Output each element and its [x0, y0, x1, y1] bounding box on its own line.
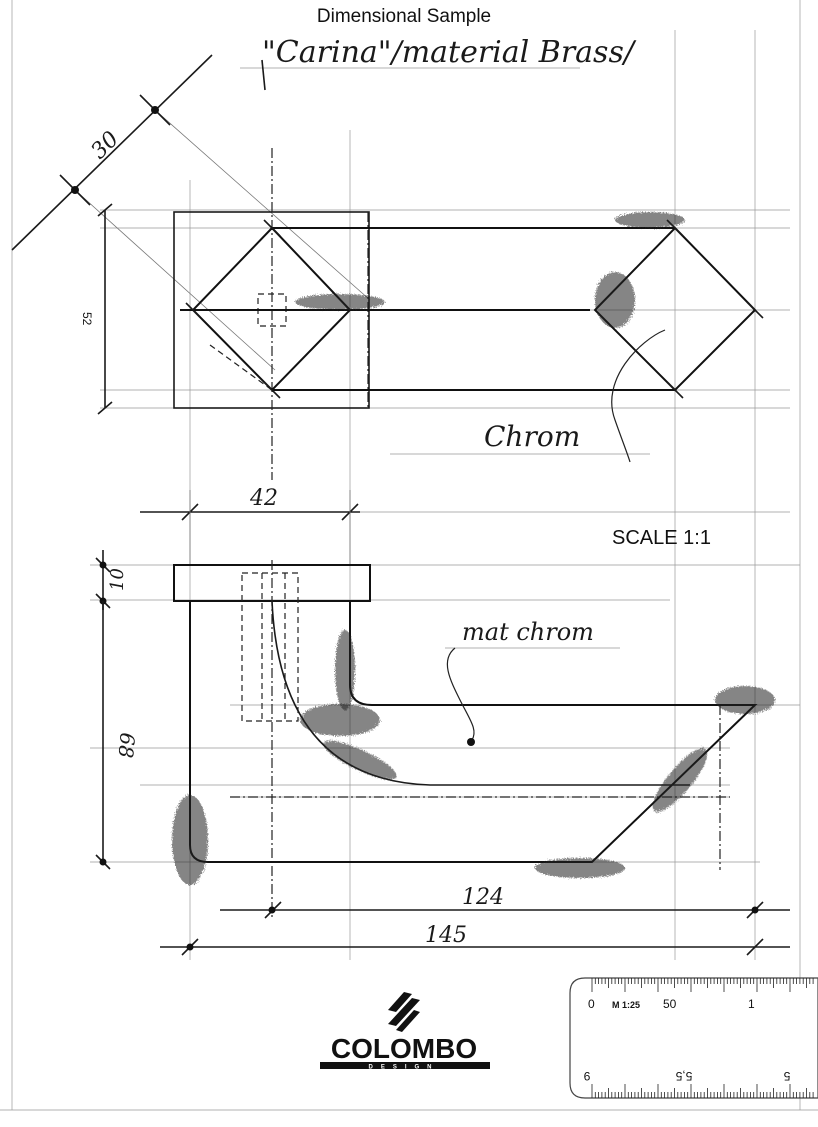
dimension-point — [71, 186, 79, 194]
ruler-label-scale: M 1:25 — [612, 1000, 640, 1010]
ruler-label-50: 50 — [663, 997, 677, 1011]
dim-total-length-label: 145 — [425, 923, 467, 948]
scale-label: SCALE 1:1 — [612, 527, 711, 549]
dim-diagonal-label: 30 — [87, 127, 124, 164]
spindle-hidden-side — [241, 572, 299, 722]
leader-dot — [467, 738, 475, 746]
ruler-label-9: 9 — [583, 1069, 590, 1083]
finish-label-chrom: Chrom — [484, 420, 580, 453]
side-view: 42 SCALE 1:1 10 68 mat — [95, 486, 790, 956]
dimension-point — [151, 106, 159, 114]
colombo-logo: COLOMBO DESIGN — [320, 992, 490, 1071]
logo-brand: COLOMBO — [331, 1033, 477, 1064]
scale-ruler: 0 M 1:25 50 1 9 5,5 5 — [569, 977, 818, 1099]
title-tick-left — [261, 59, 266, 91]
finish-label-mat-chrom: mat chrom — [462, 618, 594, 646]
dim-rose-width-label: 42 — [249, 486, 278, 511]
ruler-label-5: 5 — [783, 1069, 790, 1083]
dim-height-label: 52 — [80, 312, 94, 326]
logo-tagline: DESIGN — [368, 1065, 439, 1071]
ruler-label-0: 0 — [588, 997, 595, 1011]
ruler-ticks-bottom — [591, 1084, 814, 1098]
ruler-ticks-top — [591, 978, 814, 992]
ruler-label-1: 1 — [748, 997, 755, 1011]
lever-inner-curve — [271, 600, 690, 786]
top-view: 30 52 C — [11, 54, 764, 480]
dim-rose-thickness-label: 10 — [107, 568, 128, 591]
logo-mark-icon — [388, 992, 420, 1032]
ruler-label-5-5: 5,5 — [675, 1069, 692, 1083]
drawing-title: Dimensional Sample — [317, 6, 491, 27]
model-material-note: "Carina"/material Brass/ — [262, 35, 637, 70]
dim-lever-length-label: 124 — [462, 885, 504, 910]
dim-height-label-side: 68 — [113, 732, 139, 759]
